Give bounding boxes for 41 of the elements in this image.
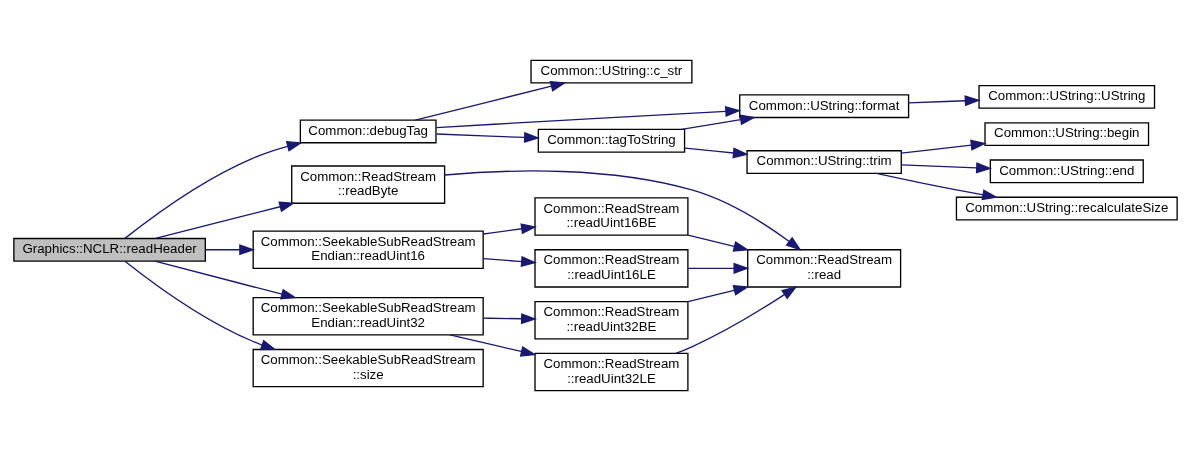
node-box: Common::UString::c_str: [530, 59, 693, 84]
node-box: Common::SeekableSubReadStream Endian::readUint32: [252, 296, 484, 336]
node-box: Common::tagToString: [537, 128, 686, 153]
arrow: [875, 172, 999, 201]
arrow: [900, 162, 993, 174]
arrow: [908, 95, 981, 107]
node-box: Common::UString::recalculateSize: [955, 196, 1178, 221]
arrow: [684, 147, 749, 159]
arrow: [124, 140, 303, 240]
node-box: Common::ReadStream ::readUint32BE: [534, 300, 689, 340]
arrow: [482, 223, 537, 235]
node-box: Common::UString::end: [989, 159, 1144, 184]
arrow: [154, 201, 296, 240]
arrow: [687, 234, 750, 252]
arrow: [675, 286, 798, 355]
node-box: Common::UString::begin: [984, 122, 1150, 147]
arrow: [435, 131, 540, 143]
arrow: [687, 284, 750, 303]
node-box: Common::ReadStream ::read: [747, 249, 902, 288]
arrow: [680, 114, 756, 131]
node-box: Common::SeekableSubReadStream ::size: [252, 348, 484, 388]
arrow: [482, 255, 537, 268]
node-box: Common::ReadStream ::readUint16BE: [534, 197, 689, 236]
arrow: [900, 139, 987, 154]
node-box: Common::SeekableSubReadStream Endian::readUint16: [252, 230, 484, 270]
arrow: [154, 260, 297, 300]
arrow: [124, 260, 277, 351]
arrow: [687, 262, 750, 274]
node-box: Common::ReadStream ::readUint16LE: [534, 249, 689, 288]
node-box: Common::debugTag: [299, 119, 437, 144]
node-box: Common::UString::trim: [746, 150, 902, 174]
arrow: [444, 170, 802, 251]
node-box: Graphics::NCLR::readHeader: [13, 237, 206, 262]
arrow: [204, 244, 256, 256]
node-box: Common::ReadStream ::readByte: [291, 165, 446, 204]
node-box: Common::UString::format: [739, 94, 910, 119]
arrow: [414, 80, 567, 121]
arrow: [482, 313, 537, 325]
node-box: Common::UString::UString: [978, 84, 1156, 109]
node-box: Common::ReadStream ::readUint32LE: [534, 352, 689, 392]
arrow: [435, 105, 742, 129]
